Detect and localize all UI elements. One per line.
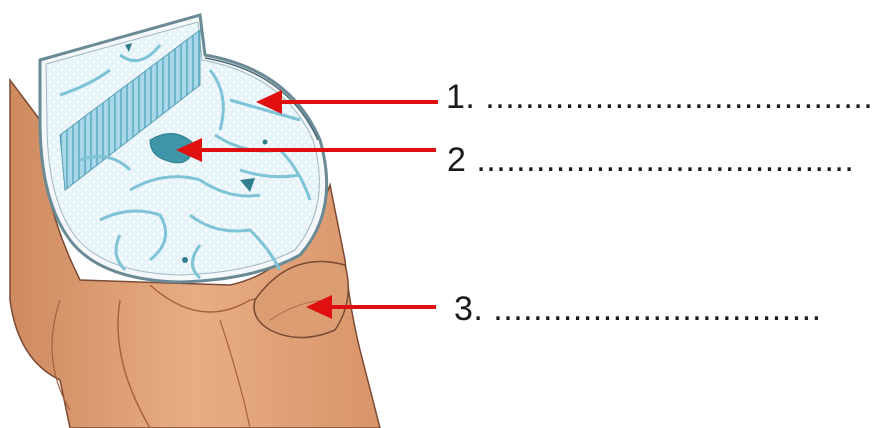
label-3: 3. ................................. bbox=[454, 292, 822, 326]
arrow-3 bbox=[306, 295, 436, 319]
label-1: 1. .....................................… bbox=[446, 80, 873, 114]
label-2: 2 ...................................... bbox=[447, 143, 854, 177]
